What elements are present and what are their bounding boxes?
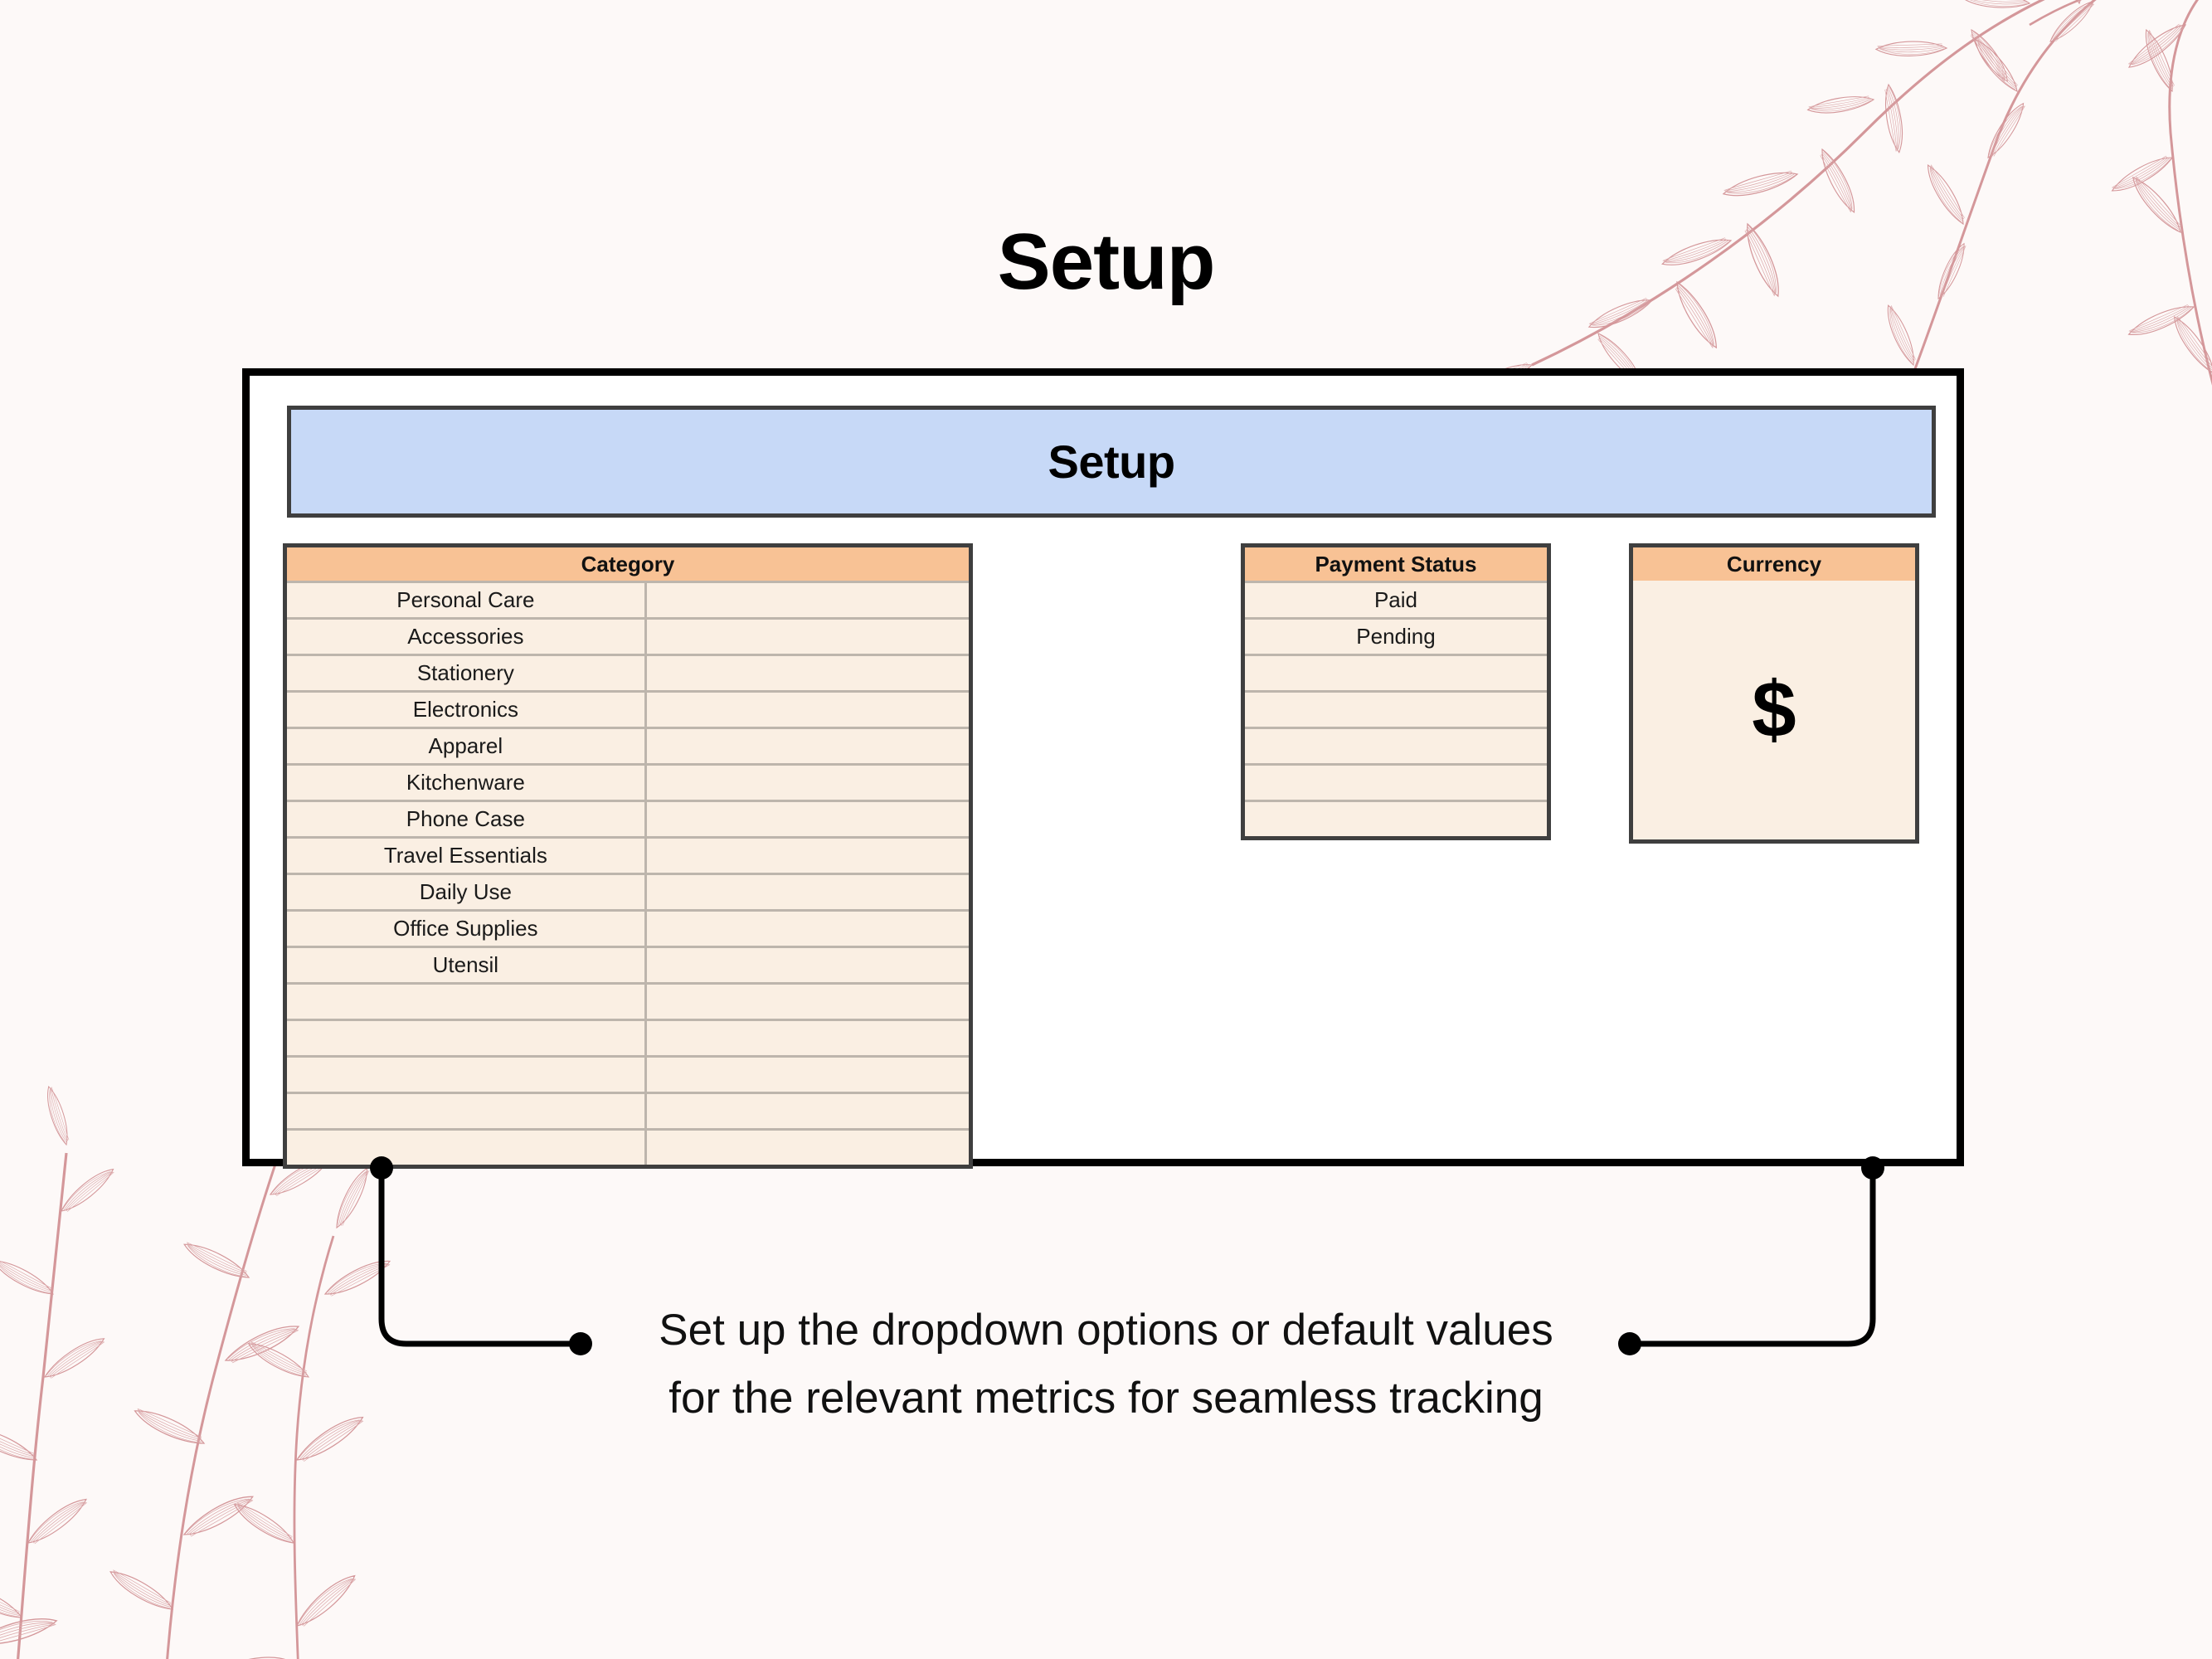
table-row[interactable] (1245, 727, 1547, 763)
category-blank-cell[interactable] (644, 620, 969, 654)
caption-line-2: for the relevant metrics for seamless tr… (668, 1374, 1544, 1423)
currency-box: Currency $ (1629, 543, 1919, 844)
table-row[interactable]: Personal Care (287, 581, 969, 617)
table-row[interactable] (287, 1055, 969, 1092)
category-blank-cell[interactable] (644, 1058, 969, 1092)
table-row[interactable]: Phone Case (287, 800, 969, 836)
spreadsheet-frame: Setup Category Personal Care Accessories… (242, 368, 1964, 1169)
table-row[interactable]: Accessories (287, 617, 969, 654)
page-title: Setup (997, 217, 1216, 306)
currency-value-cell[interactable]: $ (1633, 581, 1915, 839)
payment-status-table: Payment Status Paid Pending (1241, 543, 1551, 840)
table-row[interactable]: Paid (1245, 581, 1547, 617)
category-cell[interactable]: Stationery (416, 660, 514, 685)
category-blank-cell[interactable] (644, 948, 969, 982)
payment-status-table-header: Payment Status (1245, 547, 1547, 581)
category-cell[interactable]: Apparel (428, 733, 503, 758)
payment-status-cell[interactable] (1245, 729, 1547, 763)
category-cell[interactable]: Phone Case (406, 806, 525, 831)
table-row[interactable] (1245, 654, 1547, 690)
table-row[interactable]: Daily Use (287, 873, 969, 909)
payment-status-cell[interactable] (1245, 802, 1547, 836)
payment-status-cell[interactable]: Pending (1356, 624, 1436, 649)
category-cell[interactable]: Travel Essentials (383, 843, 547, 868)
caption-line-1: Set up the dropdown options or default v… (659, 1306, 1553, 1355)
table-row[interactable] (1245, 763, 1547, 800)
category-cell[interactable]: Accessories (407, 624, 524, 649)
table-row[interactable] (287, 1092, 969, 1128)
category-blank-cell[interactable] (644, 875, 969, 909)
category-table-header: Category (287, 547, 969, 581)
category-cell[interactable] (287, 985, 644, 1019)
table-row[interactable]: Electronics (287, 690, 969, 727)
category-blank-cell[interactable] (644, 1131, 969, 1165)
caption: Set up the dropdown options or default v… (0, 1297, 2212, 1433)
category-cell[interactable]: Kitchenware (406, 770, 525, 795)
category-cell[interactable]: Daily Use (419, 879, 512, 904)
category-blank-cell[interactable] (644, 656, 969, 690)
table-row[interactable]: Travel Essentials (287, 836, 969, 873)
category-cell[interactable]: Personal Care (396, 587, 535, 612)
payment-status-cell[interactable] (1245, 693, 1547, 727)
category-cell[interactable] (287, 1094, 644, 1128)
payment-status-cell[interactable]: Paid (1373, 587, 1418, 612)
payment-status-cell[interactable] (1245, 656, 1547, 690)
category-blank-cell[interactable] (644, 693, 969, 727)
table-row[interactable]: Utensil (287, 946, 969, 982)
category-cell[interactable] (287, 1021, 644, 1055)
category-blank-cell[interactable] (644, 802, 969, 836)
sheet-banner-label: Setup (1048, 435, 1175, 488)
table-row[interactable] (1245, 800, 1547, 836)
table-row[interactable] (287, 1019, 969, 1055)
table-row[interactable] (1245, 690, 1547, 727)
category-blank-cell[interactable] (644, 839, 969, 873)
category-cell[interactable]: Office Supplies (393, 916, 538, 941)
table-row[interactable] (287, 1128, 969, 1165)
category-blank-cell[interactable] (644, 729, 969, 763)
category-cell[interactable]: Electronics (412, 697, 518, 722)
category-blank-cell[interactable] (644, 1094, 969, 1128)
category-blank-cell[interactable] (644, 985, 969, 1019)
category-blank-cell[interactable] (644, 766, 969, 800)
table-row[interactable] (287, 982, 969, 1019)
table-row[interactable]: Stationery (287, 654, 969, 690)
dollar-sign-icon: $ (1752, 665, 1796, 754)
table-row[interactable]: Apparel (287, 727, 969, 763)
table-row[interactable]: Kitchenware (287, 763, 969, 800)
category-blank-cell[interactable] (644, 912, 969, 946)
category-cell[interactable] (287, 1131, 644, 1165)
sheet-banner: Setup (287, 406, 1936, 518)
currency-box-header: Currency (1633, 547, 1915, 581)
table-row[interactable]: Pending (1245, 617, 1547, 654)
category-blank-cell[interactable] (644, 1021, 969, 1055)
category-table: Category Personal Care Accessories Stati… (283, 543, 973, 1169)
table-row[interactable]: Office Supplies (287, 909, 969, 946)
category-blank-cell[interactable] (644, 583, 969, 617)
category-cell[interactable]: Utensil (432, 952, 499, 977)
payment-status-cell[interactable] (1245, 766, 1547, 800)
category-cell[interactable] (287, 1058, 644, 1092)
